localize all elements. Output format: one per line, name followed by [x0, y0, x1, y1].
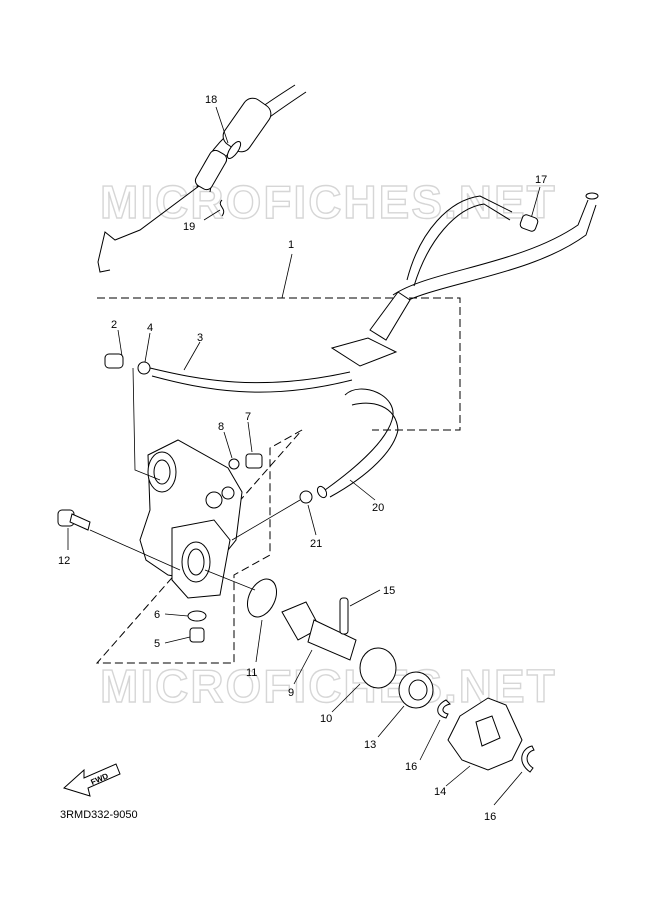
leader-9 [293, 649, 313, 685]
part-21-clip [299, 490, 313, 504]
callout-5: 5 [154, 638, 160, 650]
callout-1: 1 [288, 239, 294, 251]
part-16-circlip-a [437, 699, 451, 719]
leader-19 [203, 209, 221, 221]
leader-14 [445, 765, 471, 787]
callout-9: 9 [288, 687, 294, 699]
part-7-bolt [245, 453, 263, 469]
watermark-top: MICROFICHES.NET [100, 176, 557, 228]
oil-pump-body [139, 439, 243, 599]
callout-8: 8 [218, 421, 224, 433]
part-8-washer [228, 458, 240, 470]
fwd-arrow-icon: FWD [63, 763, 121, 797]
callout-6: 6 [154, 609, 160, 621]
part-13-bearing [398, 671, 434, 709]
cable-assembly [97, 84, 307, 273]
leader-11-line [204, 569, 256, 591]
callout-17: 17 [535, 174, 547, 186]
leader-4 [144, 332, 151, 363]
leader-18 [215, 106, 229, 144]
diagram-reference: 3RMD332-9050 [60, 809, 138, 821]
callout-11: 11 [246, 667, 257, 679]
part-17-cap [519, 214, 539, 232]
part-9-shaft [281, 601, 357, 661]
part-2-banjo [104, 353, 124, 369]
leader-12-line [89, 529, 181, 571]
leader-16-b [493, 771, 523, 806]
callout-19: 19 [183, 221, 195, 233]
part-5-screw [189, 627, 205, 643]
leader-21-line [231, 499, 301, 541]
oil-hoses [149, 192, 599, 499]
leader-3 [183, 341, 201, 371]
part-16-circlip-b [521, 745, 535, 773]
callout-3: 3 [197, 332, 203, 344]
callout-16-a: 16 [405, 761, 417, 773]
callout-21: 21 [310, 538, 322, 550]
callout-18: 18 [205, 94, 217, 106]
leader-10 [331, 683, 361, 713]
part-6-washer [187, 610, 207, 622]
assembly-boundary [95, 297, 461, 664]
leader-11 [255, 619, 263, 663]
part-11-o-ring [246, 578, 278, 618]
callout-20: 20 [372, 502, 384, 514]
callout-4: 4 [147, 322, 153, 334]
callout-13: 13 [364, 739, 376, 751]
leader-7 [247, 421, 253, 453]
leader-2 [117, 329, 123, 357]
callout-14: 14 [434, 786, 446, 798]
leader-20 [349, 479, 376, 501]
part-14-gear [447, 697, 523, 771]
leader-13 [377, 705, 405, 738]
leader-6 [164, 613, 189, 617]
callout-7: 7 [245, 411, 251, 423]
callout-12: 12 [58, 555, 70, 567]
leader-15 [349, 589, 381, 607]
leader-21 [307, 504, 317, 536]
leader-16-a [419, 719, 441, 761]
leader-8 [223, 431, 233, 459]
fwd-label: FWD [89, 771, 110, 787]
leader-2-line [132, 367, 161, 481]
part-12-bolt [57, 509, 91, 531]
callout-15: 15 [383, 585, 395, 597]
callout-10: 10 [320, 713, 332, 725]
part-15-pin [339, 597, 349, 635]
leader-5 [164, 636, 191, 644]
part-10-bushing [359, 647, 397, 689]
leader-1 [281, 253, 293, 299]
callout-16-b: 16 [484, 811, 496, 823]
callout-2: 2 [111, 319, 117, 331]
part-4-washer [137, 361, 151, 375]
